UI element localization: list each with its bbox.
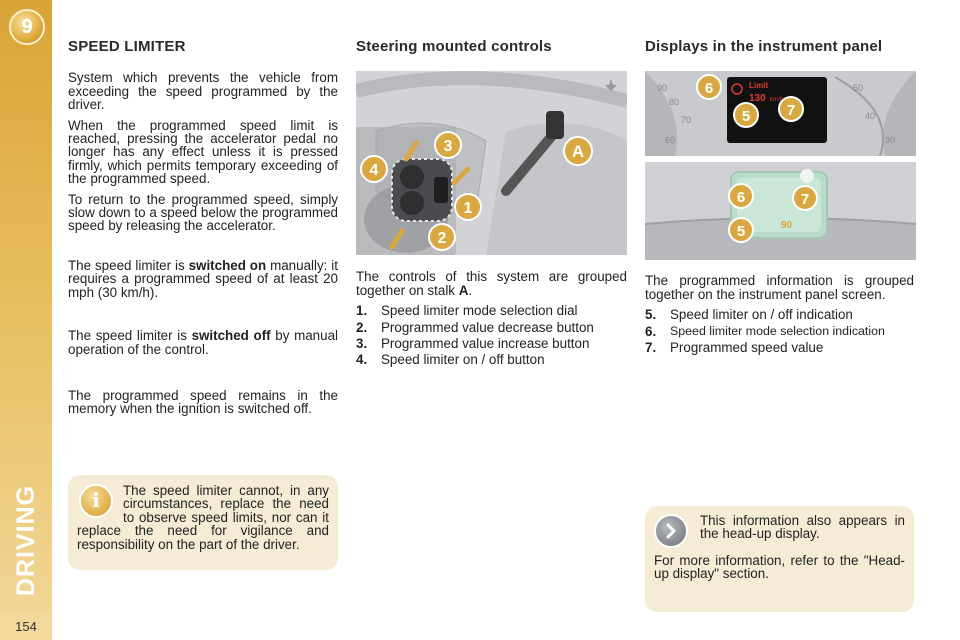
svg-text:2: 2 xyxy=(438,230,447,247)
displays-column: Displays in the instrument panel 90 80 7… xyxy=(645,38,916,357)
switched-off-bold: switched off xyxy=(191,328,271,344)
steering-controls-illustration: 3 4 1 2 A xyxy=(356,71,627,256)
steering-intro-pre: The controls of this system are grouped … xyxy=(356,269,627,298)
chapter-number-badge: 9 xyxy=(9,9,45,45)
steering-intro-bold: A xyxy=(458,282,469,298)
speed-limiter-column: SPEED LIMITER System which prevents the … xyxy=(68,38,338,423)
displays-heading: Displays in the instrument panel xyxy=(645,38,883,55)
callout-4: 4 xyxy=(360,155,388,184)
screen-speed-value: 130 xyxy=(749,93,766,104)
head-up-display-note: This information also appears in the hea… xyxy=(645,506,914,612)
displays-intro: The programmed information is grouped to… xyxy=(645,273,914,302)
head-up-display-illustration: 90 6 7 5 xyxy=(645,162,916,261)
speed-limiter-note-text: The speed limiter cannot, in any circums… xyxy=(77,483,329,552)
gauge-tick: 80 xyxy=(669,97,679,107)
switched-on-post: manually: it requires a programmed speed… xyxy=(68,257,338,300)
gauge-tick: 90 xyxy=(657,83,667,93)
svg-text:7: 7 xyxy=(801,191,809,208)
head-up-display-drawing: 90 xyxy=(645,162,916,261)
callout-7: 7 xyxy=(778,96,804,123)
displays-list: 5.Speed limiter on / off indication 6.Sp… xyxy=(645,307,914,356)
svg-text:5: 5 xyxy=(742,108,750,125)
speed-limiter-heading: SPEED LIMITER xyxy=(68,38,186,55)
svg-text:5: 5 xyxy=(737,223,745,240)
info-icon: i xyxy=(79,484,113,518)
list-item: 5.Speed limiter on / off indication xyxy=(645,307,853,323)
speed-limiter-memory: The programmed speed remains in the memo… xyxy=(68,387,338,417)
callout-6: 6 xyxy=(728,183,754,210)
gauge-tick: 30 xyxy=(885,135,895,145)
panel-callouts: 6 5 7 xyxy=(696,74,804,129)
hud-callouts: 6 7 5 xyxy=(728,183,818,244)
steering-intro: The controls of this system are grouped … xyxy=(356,270,627,297)
callout-5: 5 xyxy=(728,217,754,244)
callout-3: 3 xyxy=(434,131,462,160)
svg-text:4: 4 xyxy=(370,162,379,179)
gauge-tick: 60 xyxy=(665,135,675,145)
switched-off-post: by manual operation of the control. xyxy=(68,328,338,357)
gauge-tick: 50 xyxy=(853,83,863,93)
svg-text:3: 3 xyxy=(444,138,453,155)
svg-text:6: 6 xyxy=(737,189,745,206)
list-item: 7.Programmed speed value xyxy=(645,340,824,356)
list-item: 4.Speed limiter on / off button xyxy=(356,352,545,368)
chapter-number: 9 xyxy=(21,15,33,38)
callout-7: 7 xyxy=(792,185,818,212)
chevron-right-icon xyxy=(654,514,688,548)
steering-controls-list: 1.Speed limiter mode selection dial 2.Pr… xyxy=(356,304,627,367)
callout-1: 1 xyxy=(454,193,482,222)
hud-speed-value: 90 xyxy=(781,220,793,231)
steering-callouts: 3 4 1 2 A xyxy=(360,131,593,252)
svg-text:7: 7 xyxy=(787,102,795,119)
callout-2: 2 xyxy=(428,223,456,252)
head-up-display-note-line2: For more information, refer to the "Head… xyxy=(654,553,905,582)
screen-limit-label: Limit xyxy=(749,81,768,90)
speed-limiter-switched-off: The speed limiter is switched off by man… xyxy=(68,329,338,356)
svg-text:A: A xyxy=(572,142,584,161)
speed-limiter-switched-on: The speed limiter is switched on manuall… xyxy=(68,259,338,299)
speed-limiter-note: i The speed limiter cannot, in any circu… xyxy=(68,475,338,570)
gauge-tick: 40 xyxy=(865,111,875,121)
steering-intro-post: . xyxy=(468,282,473,298)
list-item: 2.Programmed value decrease button xyxy=(356,319,594,335)
list-item: 6.Speed limiter mode selection indicatio… xyxy=(645,323,885,339)
instrument-panel-illustration: 90 80 70 60 50 40 30 Limit 130 km/h 6 5 … xyxy=(645,71,916,157)
steering-controls-column: Steering mounted controls 3 4 1 2 xyxy=(356,38,627,370)
callout-6: 6 xyxy=(696,74,722,101)
speed-limiter-intro: System which prevents the vehicle from e… xyxy=(68,70,338,113)
svg-text:6: 6 xyxy=(705,80,713,97)
svg-text:1: 1 xyxy=(464,200,473,217)
page-number: 154 xyxy=(0,612,52,640)
switched-on-bold: switched on xyxy=(188,257,267,273)
head-up-display-note-line1: This information also appears in the hea… xyxy=(700,513,905,542)
list-item: 3.Programmed value increase button xyxy=(356,336,590,352)
switched-on-pre: The speed limiter is xyxy=(68,257,189,273)
gauge-tick: 70 xyxy=(681,115,691,125)
steering-controls-heading: Steering mounted controls xyxy=(356,38,552,55)
speed-limiter-limit-reached: When the programmed speed limit is reach… xyxy=(68,117,338,187)
chapter-title-text: DRIVING xyxy=(12,484,41,596)
chapter-title: DRIVING xyxy=(8,470,46,610)
callout-A: A xyxy=(563,136,593,167)
screen-speed-unit: km/h xyxy=(770,97,783,103)
chapter-strip: 9 DRIVING xyxy=(0,0,52,640)
callout-5: 5 xyxy=(733,102,759,129)
list-item: 1.Speed limiter mode selection dial xyxy=(356,303,578,319)
speed-limiter-return: To return to the programmed speed, simpl… xyxy=(68,191,338,234)
switched-off-pre: The speed limiter is xyxy=(68,328,192,344)
